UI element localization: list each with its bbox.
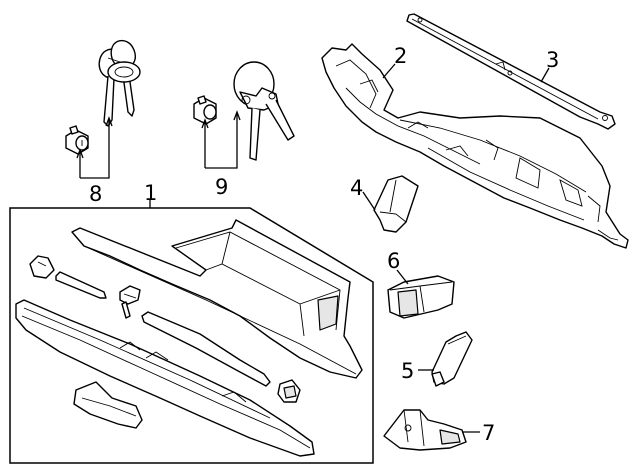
leader-3 xyxy=(540,67,550,83)
callout-7: 7 xyxy=(482,421,495,445)
leader-lines xyxy=(76,63,550,433)
callout-1: 1 xyxy=(144,181,157,205)
leader-9 xyxy=(204,114,238,169)
leader-4 xyxy=(362,191,376,211)
callout-2: 2 xyxy=(394,44,407,68)
callout-9: 9 xyxy=(215,175,228,199)
part-4-bumper[interactable] xyxy=(373,175,419,233)
leader-2 xyxy=(382,63,396,79)
part-7-bracket[interactable] xyxy=(383,409,467,451)
leader-8-arrow xyxy=(76,116,113,159)
leader-9-arrow xyxy=(201,110,241,129)
leader-6 xyxy=(396,269,409,285)
callout-6: 6 xyxy=(387,249,400,273)
callout-3: 3 xyxy=(546,48,559,72)
part-9-latch-assembly[interactable] xyxy=(193,61,295,161)
part-3-reinforcement-bar[interactable] xyxy=(406,13,616,130)
callout-4: 4 xyxy=(350,176,363,200)
part-5-damper-strut[interactable] xyxy=(431,331,473,387)
part-6-damper[interactable] xyxy=(387,275,455,319)
part-1-glove-box-assembly[interactable] xyxy=(15,219,363,457)
assembly-1-frame xyxy=(9,207,374,464)
callout-5: 5 xyxy=(401,359,414,383)
part-8-lock-and-keys[interactable] xyxy=(65,39,141,155)
leader-8 xyxy=(79,120,110,179)
callouts: 1 2 3 4 5 6 7 8 9 xyxy=(89,44,559,445)
callout-8: 8 xyxy=(89,182,102,206)
part-2-panel-support[interactable] xyxy=(321,43,629,249)
